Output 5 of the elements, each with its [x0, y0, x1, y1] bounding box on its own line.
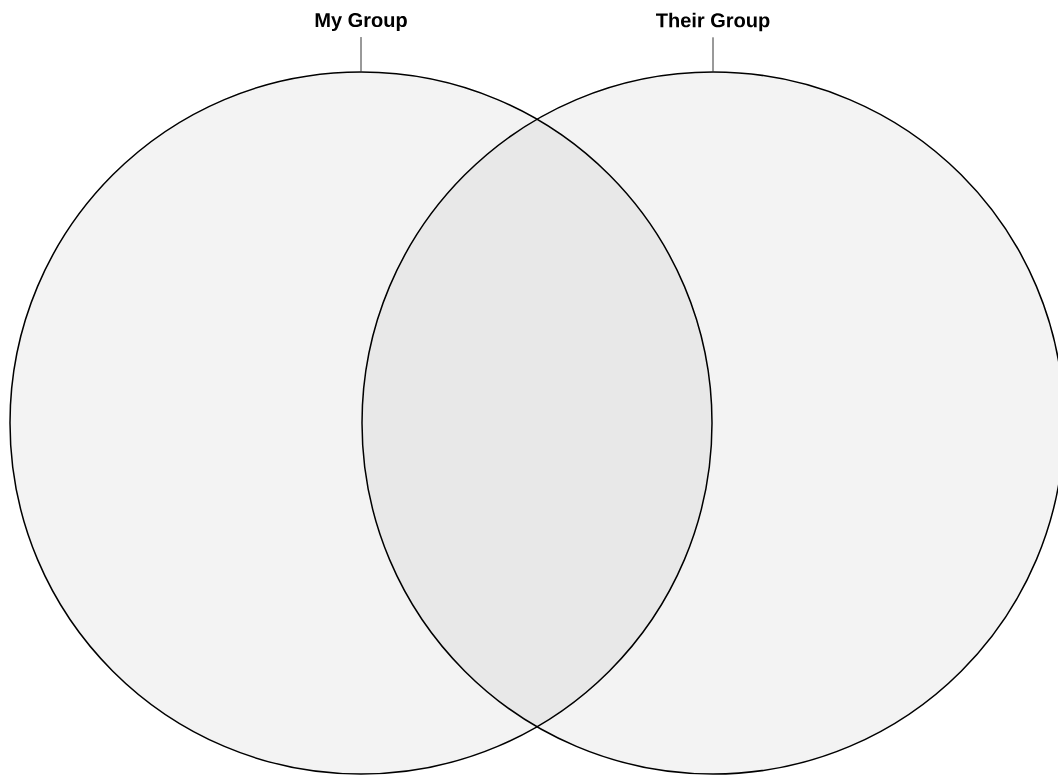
- leader-line: [712, 36, 714, 72]
- leader-line: [360, 36, 362, 72]
- circle: [9, 71, 713, 775]
- group-label: My Group: [315, 12, 407, 32]
- group-label: Their Group: [656, 12, 770, 32]
